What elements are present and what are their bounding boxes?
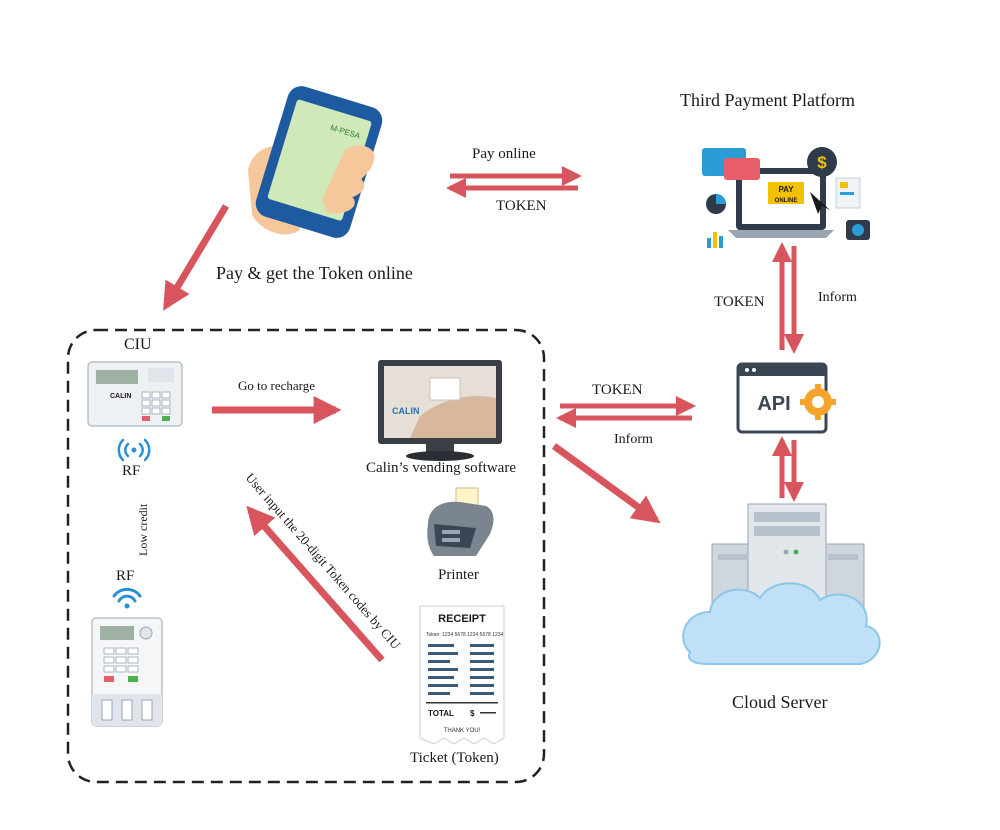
pay-get-token-label: Pay & get the Token online [216, 263, 413, 283]
ciu-brand-text: CALIN [110, 393, 131, 400]
receipt-title: RECEIPT [438, 613, 486, 625]
inform-mid-label: Inform [614, 432, 653, 447]
rf-bottom-label: RF [116, 568, 135, 584]
cloud-server-label: Cloud Server [732, 692, 828, 712]
arrow-user-input [246, 505, 385, 663]
pay-online-label: Pay online [472, 146, 536, 162]
payment-platform-icon: PAY ONLINE $ [702, 147, 870, 248]
printer-icon [427, 487, 494, 556]
rf-top-label: RF [122, 463, 141, 479]
inform-right-label: Inform [818, 290, 857, 305]
receipt-token-line: Token: 1234 5678 1234 5678 1234 [426, 632, 504, 638]
receipt-thanks: THANK YOU! [444, 728, 481, 734]
arrow-vending-to-cloud [551, 443, 661, 524]
ticket-token-label: Ticket (Token) [410, 750, 499, 766]
pay-badge-text: PAY [778, 185, 794, 194]
cloud-server-icon [682, 503, 881, 665]
rf-signal-icon-top [117, 438, 151, 462]
monitor-brand-text: CALIN [392, 406, 420, 416]
arrows-layer [162, 166, 804, 663]
online-badge-text: ONLINE [775, 198, 798, 204]
token-mid-label: TOKEN [592, 382, 643, 398]
dollar-icon: $ [817, 153, 827, 172]
third-payment-platform-label: Third Payment Platform [680, 90, 855, 110]
receipt-total-label: TOTAL [428, 709, 454, 718]
smart-meter-icon [91, 617, 163, 727]
vending-software-monitor-icon: CALIN [378, 360, 502, 461]
token-top-label: TOKEN [496, 198, 547, 214]
receipt-icon: RECEIPT Token: 1234 5678 1234 5678 1234 … [419, 605, 505, 745]
rf-signal-icon-bottom [112, 587, 142, 609]
printer-label: Printer [438, 567, 479, 583]
api-text: API [757, 393, 790, 415]
calin-vending-software-label: Calin’s vending software [366, 460, 516, 476]
ciu-device-icon: CALIN [87, 361, 183, 427]
go-to-recharge-label: Go to recharge [238, 378, 316, 393]
low-credit-label: Low credit [136, 503, 150, 556]
smartphone-hand-icon: M-PESA [248, 86, 383, 238]
arrow-phone-to-ciu [162, 204, 230, 311]
ciu-label: CIU [124, 336, 152, 353]
api-gateway-icon: API [736, 362, 836, 434]
token-right-label: TOKEN [714, 294, 765, 310]
customer-site-boundary [66, 328, 546, 784]
receipt-total-symbol: $ [470, 709, 475, 718]
